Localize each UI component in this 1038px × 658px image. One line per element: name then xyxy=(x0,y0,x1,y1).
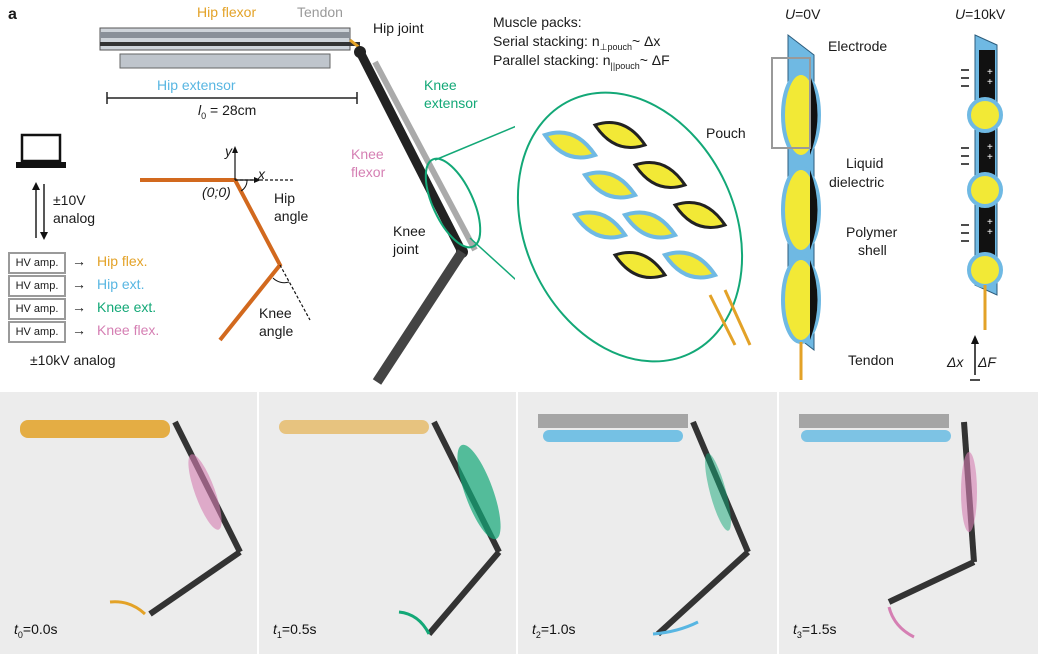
knee-extensor-label-1: Knee xyxy=(424,77,457,93)
parallel-stacking-tail: ~ ΔF xyxy=(639,52,670,68)
origin-label: (0;0) xyxy=(202,184,231,200)
hip-flexor-label: Hip flexor xyxy=(197,4,257,20)
output-hip-ext: Hip ext. xyxy=(97,276,145,292)
analog-label: analog xyxy=(53,210,96,226)
svg-text:+: + xyxy=(987,227,993,238)
hip-angle-label-2: angle xyxy=(274,208,309,224)
serial-stacking-text: Serial stacking: n xyxy=(493,33,600,49)
arrow-glyph-4: → xyxy=(72,322,86,338)
liquid-label-1: Liquid xyxy=(846,155,884,171)
frame-t1-scene xyxy=(259,392,516,654)
serial-stacking-tail: ~ Δx xyxy=(631,33,661,49)
frame-t1: t1=0.5s xyxy=(259,392,516,654)
pouch-diagram-off xyxy=(771,33,821,380)
length-symbol: l xyxy=(198,102,202,118)
tendon-top-label: Tendon xyxy=(297,4,343,20)
frame-t0-sub: 0 xyxy=(17,630,23,640)
hv-amp-box-3: HV amp. xyxy=(8,298,66,320)
pouch-label: Pouch xyxy=(706,125,746,141)
parallel-stacking-sub: ||pouch xyxy=(610,60,640,71)
pm10kv-label: ±10kV analog xyxy=(30,352,116,368)
knee-flexor-label-1: Knee xyxy=(351,146,384,162)
zoomed-muscle-pack xyxy=(516,91,752,363)
frame-t3-symbol: t xyxy=(793,621,797,638)
svg-text:+: + xyxy=(987,217,993,228)
frame-t3-sub: 3 xyxy=(796,630,802,640)
leg-geometry-diagram xyxy=(140,146,311,342)
x-axis-label: x xyxy=(258,166,265,182)
frame-t0-value: =0.0s xyxy=(22,621,58,638)
frame-t3-value: =1.5s xyxy=(801,621,837,638)
frame-t1-time: t1=0.5s xyxy=(273,621,317,640)
svg-text:+: + xyxy=(987,67,993,78)
u-off-label: U=0V xyxy=(785,6,820,22)
arrow-glyph-3: → xyxy=(72,299,86,315)
tendon-label: Tendon xyxy=(848,352,894,368)
frame-t2: t2=1.0s xyxy=(518,392,777,654)
knee-flexor-label-2: flexor xyxy=(351,164,386,180)
frame-t1-sub: 1 xyxy=(276,630,282,640)
polymer-label-2: shell xyxy=(858,242,887,258)
svg-text:+: + xyxy=(987,152,993,163)
y-axis-label: y xyxy=(225,143,232,159)
hip-angle-label-1: Hip xyxy=(274,190,296,206)
output-knee-ext: Knee ext. xyxy=(97,299,157,315)
u-on-symbol: U xyxy=(955,6,966,22)
delta-x-label: Δx xyxy=(947,354,964,370)
analog-signal-arrows xyxy=(32,182,48,240)
knee-joint-label-1: Knee xyxy=(393,223,426,239)
robot-leg-illustration xyxy=(99,27,515,385)
knee-angle-label-1: Knee xyxy=(259,305,292,321)
polymer-label-1: Polymer xyxy=(846,224,898,240)
frame-t0-scene xyxy=(0,392,257,654)
hv-amp-box-1: HV amp. xyxy=(8,252,66,274)
svg-text:+: + xyxy=(987,77,993,88)
liquid-label-2: dielectric xyxy=(829,174,885,190)
arrow-glyph-2: → xyxy=(72,276,86,292)
electrode-label: Electrode xyxy=(828,38,888,54)
frame-t0: t0=0.0s xyxy=(0,392,257,654)
frame-t2-time: t2=1.0s xyxy=(532,621,576,640)
frame-t0-time: t0=0.0s xyxy=(14,621,58,640)
panel-a-label: a xyxy=(8,6,17,23)
u-off-symbol: U xyxy=(785,6,796,22)
frame-t0-symbol: t xyxy=(14,621,18,638)
serial-stacking-label: Serial stacking: n⊥pouch~ Δx xyxy=(493,33,660,53)
frame-t2-sub: 2 xyxy=(535,630,541,640)
knee-joint-label-2: joint xyxy=(393,241,419,257)
hv-amp-box-4: HV amp. xyxy=(8,321,66,343)
frame-t2-value: =1.0s xyxy=(540,621,576,638)
knee-extensor-label-2: extensor xyxy=(424,95,478,111)
frame-t1-symbol: t xyxy=(273,621,277,638)
frame-t2-scene xyxy=(518,392,777,654)
arrow-glyph-1: → xyxy=(72,253,86,269)
rest-length-label: l0 = 28cm xyxy=(198,102,256,121)
u-on-label: U=10kV xyxy=(955,6,1005,22)
parallel-stacking-text: Parallel stacking: n xyxy=(493,52,611,68)
frame-t3-time: t3=1.5s xyxy=(793,621,837,640)
laptop-icon xyxy=(16,133,66,168)
delta-f-label: ΔF xyxy=(978,354,996,370)
knee-angle-label-2: angle xyxy=(259,323,294,339)
frame-t3: t3=1.5s xyxy=(779,392,1038,654)
length-sub: 0 xyxy=(201,110,207,121)
hv-amp-box-2: HV amp. xyxy=(8,275,66,297)
frame-t1-value: =0.5s xyxy=(281,621,317,638)
u-on-value: =10kV xyxy=(965,6,1006,22)
length-value: = 28cm xyxy=(206,102,257,118)
frame-t3-scene xyxy=(779,392,1038,654)
pm10v-label: ±10V xyxy=(53,192,86,208)
svg-text:+: + xyxy=(987,142,993,153)
pouch-diagram-on: + + + + + + xyxy=(961,34,1003,381)
u-off-value: =0V xyxy=(795,6,821,22)
parallel-stacking-label: Parallel stacking: n||pouch~ ΔF xyxy=(493,52,670,71)
hip-extensor-label: Hip extensor xyxy=(157,77,236,93)
output-knee-flex: Knee flex. xyxy=(97,322,160,338)
hip-joint-label: Hip joint xyxy=(373,20,424,36)
muscle-packs-title: Muscle packs: xyxy=(493,14,582,30)
output-hip-flex: Hip flex. xyxy=(97,253,148,269)
frame-t2-symbol: t xyxy=(532,621,536,638)
serial-stacking-sub: ⊥pouch xyxy=(599,41,632,52)
